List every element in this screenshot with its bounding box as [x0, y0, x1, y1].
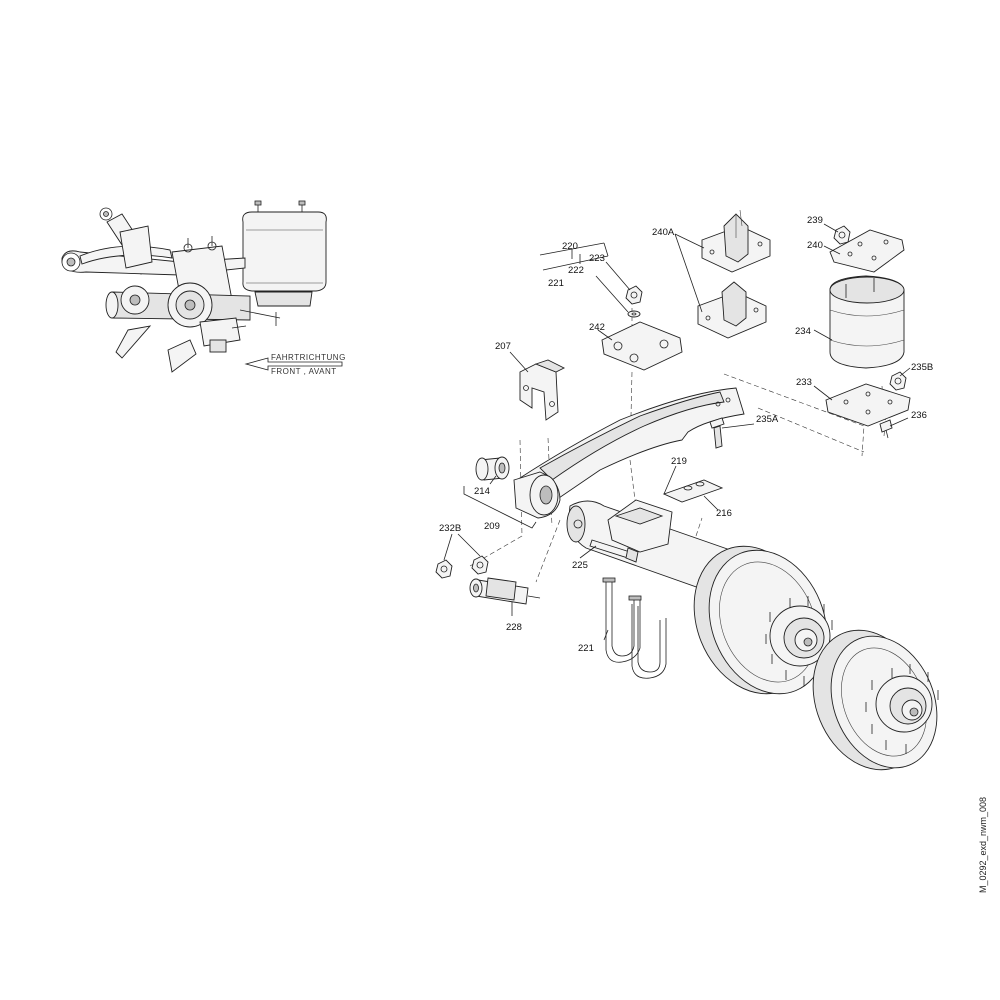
- clamp-plate: [601, 321, 683, 371]
- label-221-bottom: 221: [578, 643, 594, 654]
- air-spring-bellows: [829, 275, 905, 369]
- drawing-code: M_0292_exd_nwm_008: [976, 745, 990, 945]
- label-240A: 240A: [652, 227, 675, 238]
- label-216: 216: [716, 508, 732, 519]
- overview-assembly: [61, 200, 327, 373]
- label-207: 207: [495, 341, 511, 352]
- part-labels: 220 222 223 221 240A 239 240 242 234 207…: [439, 215, 933, 654]
- label-220: 220: [562, 241, 578, 252]
- bushing: [475, 456, 510, 481]
- label-242: 242: [589, 322, 605, 333]
- fasteners: [709, 371, 907, 449]
- label-225: 225: [572, 560, 588, 571]
- leader-lines: [443, 223, 911, 641]
- label-228: 228: [506, 622, 522, 633]
- direction-arrow: FAHRTRICHTUNG FRONT , AVANT: [244, 353, 346, 376]
- label-239: 239: [807, 215, 823, 226]
- trailing-arm: [513, 387, 745, 519]
- u-bolts: [602, 577, 667, 679]
- label-235A: 235A: [756, 414, 779, 425]
- label-214: 214: [474, 486, 490, 497]
- shim-plates: [662, 479, 724, 503]
- air-spring-brackets: [697, 209, 771, 339]
- brake-disc: [812, 629, 939, 771]
- label-222: 222: [568, 265, 584, 276]
- direction-text-fr: FRONT , AVANT: [271, 367, 337, 376]
- axle-beam: [566, 499, 737, 597]
- label-234: 234: [795, 326, 811, 337]
- drawing-code-text: M_0292_exd_nwm_008: [978, 796, 988, 894]
- label-209: 209: [484, 521, 500, 532]
- brake-drum: [693, 545, 833, 695]
- label-223: 223: [589, 253, 605, 264]
- label-221-top: 221: [548, 278, 564, 289]
- label-236: 236: [911, 410, 927, 421]
- air-spring-top-plate: [829, 225, 905, 273]
- label-233: 233: [796, 377, 812, 388]
- label-232B: 232B: [439, 523, 461, 534]
- label-219: 219: [671, 456, 687, 467]
- label-235B: 235B: [911, 362, 933, 373]
- nut-and-washer: [625, 285, 643, 318]
- spring-hanger-bracket: [519, 359, 566, 421]
- label-240: 240: [807, 240, 823, 251]
- shock-absorber: [469, 577, 541, 605]
- air-spring-bottom-plate: [825, 383, 911, 427]
- direction-text-de: FAHRTRICHTUNG: [271, 353, 346, 362]
- lock-nuts: [435, 555, 489, 579]
